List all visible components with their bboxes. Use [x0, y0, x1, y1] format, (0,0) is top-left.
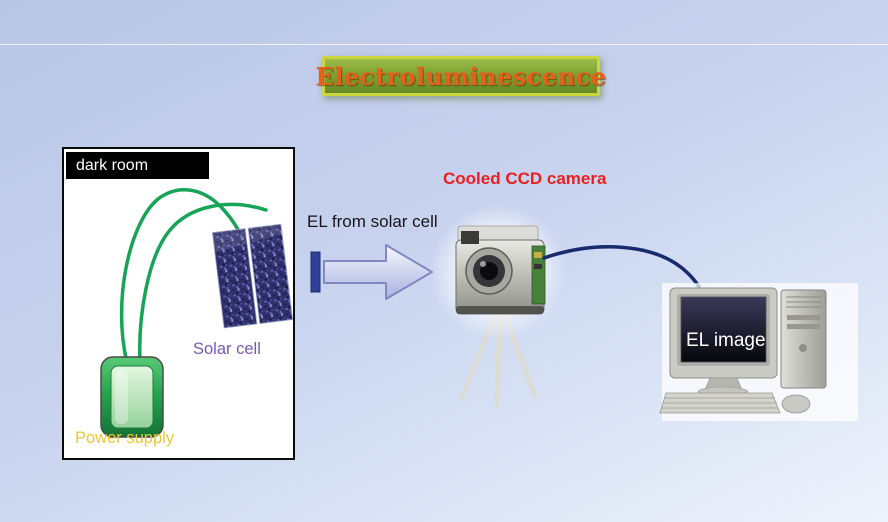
monitor-screen	[680, 296, 767, 363]
tower-power-button	[799, 344, 807, 352]
title-banner: Electroluminescence	[315, 56, 606, 96]
camera-viewfinder	[461, 231, 479, 244]
el-arrow-source-bar	[310, 251, 321, 293]
wire-left	[119, 188, 245, 365]
camera-pcb-chip2	[534, 264, 542, 269]
power-supply-gloss	[115, 370, 128, 424]
solar-panel-right	[247, 223, 294, 324]
tower-drive-slot-2	[787, 324, 820, 329]
solar-cell-image	[211, 223, 294, 329]
tower-case	[780, 289, 827, 389]
ccd-camera-image	[430, 204, 566, 340]
el-from-solar-cell-label: EL from solar cell	[307, 212, 438, 231]
power-supply-window	[110, 365, 154, 429]
el-arrow	[310, 244, 433, 300]
camera-pcb-chip1	[534, 252, 542, 258]
solar-panel-sheen	[212, 224, 283, 253]
camera-lens-highlight	[480, 261, 486, 267]
el-arrow-shape	[323, 244, 433, 300]
camera-pcb	[531, 245, 546, 305]
tower-drive-slot-1	[787, 315, 820, 320]
el-image-screen-label: EL image	[686, 330, 766, 351]
power-supply-icon	[100, 356, 164, 438]
computer-image	[659, 283, 858, 421]
dark-room-label: dark room	[66, 152, 209, 179]
cooled-ccd-camera-label: Cooled CCD camera	[443, 169, 607, 188]
mouse	[781, 394, 811, 414]
power-supply-label: Power supply	[75, 429, 175, 447]
wire-right	[138, 202, 268, 364]
solar-cell-label: Solar cell	[193, 340, 261, 358]
power-wires	[119, 188, 268, 365]
slide-title: Electroluminescence	[315, 61, 607, 91]
solar-panel-left	[211, 228, 258, 329]
camera-base-strip	[456, 306, 544, 314]
top-divider-line	[0, 44, 888, 45]
